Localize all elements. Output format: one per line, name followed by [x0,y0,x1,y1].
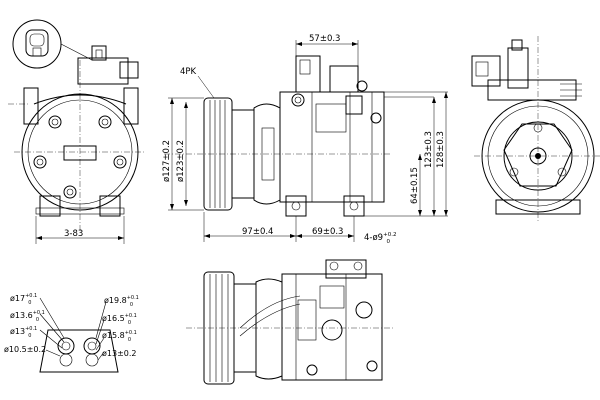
port-right-2-main: ø16.5 [102,314,125,323]
rear-view [471,36,600,222]
dim-front-bottom: 3-83 [64,229,83,239]
port-left-3-sup: +0.1 [25,326,37,332]
dim-holes-main: 4-ø9 [364,233,383,243]
port-right-3-main: ø15.8 [102,331,125,340]
front-view [8,45,146,244]
port-right-4: ø13±0.2 [102,349,137,358]
dim-height-a: 123±0.3 [424,131,434,168]
dim-pulley-outer: ø127±0.2 [162,140,172,182]
dim-holes-sub: 0 [386,239,390,245]
connector-detail-view [12,19,93,69]
port-left-2-sub: 0 [36,317,39,323]
dim-height-mount: 64±0.15 [410,167,420,204]
port-left-2-sup: +0.1 [33,310,45,316]
port-left-3-sub: 0 [28,333,31,339]
port-left-3-main: ø13 [10,327,25,336]
bottom-view [186,259,394,385]
dim-pulley-inner: ø123±0.2 [176,140,186,182]
port-right-1-main: ø19.8 [104,296,127,305]
port-left-1-sup: +0.1 [25,293,37,299]
port-right-3-sup: +0.1 [125,330,137,336]
dim-length-body: 69±0.3 [312,227,343,237]
port-right-3-sub: 0 [128,337,131,343]
port-left-4: ø10.5±0.2 [4,345,46,354]
port-left-2-main: ø13.6 [10,311,33,320]
dim-length-pulley: 97±0.4 [242,227,273,237]
port-right-1-sub: 0 [130,302,133,308]
dim-belt: 4PK [180,67,197,77]
port-detail-view [39,297,119,373]
port-left-1-sub: 0 [28,300,31,306]
port-right-1-sup: +0.1 [127,295,139,301]
port-right-2-sup: +0.1 [125,313,137,319]
port-left-1-main: ø17 [10,294,25,303]
dim-side-top: 57±0.3 [309,34,340,44]
port-right-2-sub: 0 [128,320,131,326]
dim-height-b: 128±0.3 [436,131,446,168]
side-view [164,40,448,242]
dim-holes-sup: +0.2 [383,232,396,238]
